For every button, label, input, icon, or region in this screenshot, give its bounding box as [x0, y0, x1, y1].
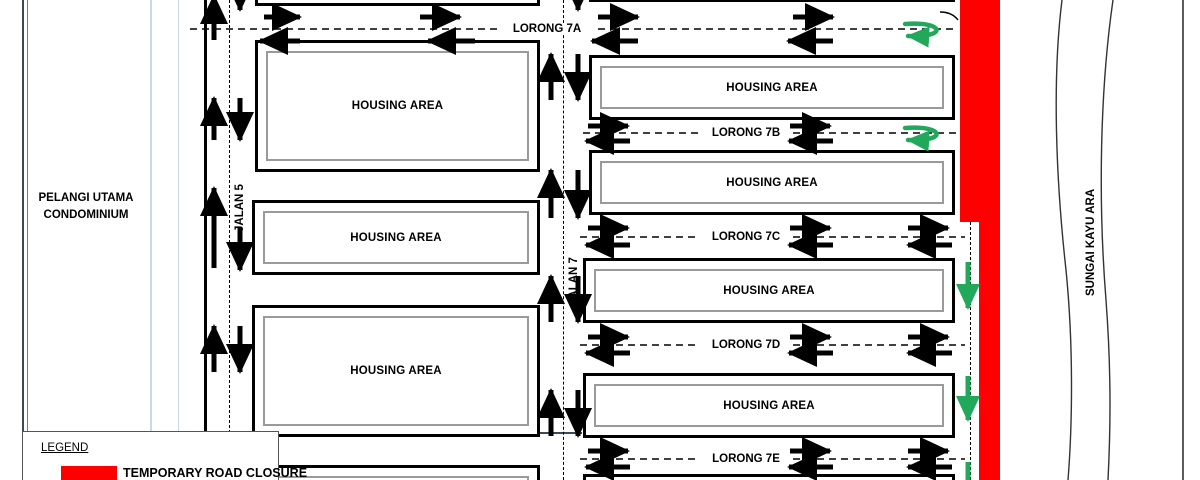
housing-block-right-top-partial — [589, 0, 955, 2]
condominium-label-line2: CONDOMINIUM — [43, 209, 129, 222]
condominium-label-line1: PELANGI UTAMA — [38, 192, 134, 204]
housing-block-right-4-inner: HOUSING AREA — [594, 384, 944, 427]
housing-block-right-4-label: HOUSING AREA — [723, 399, 815, 412]
housing-block-right-1-inner: HOUSING AREA — [600, 66, 944, 109]
boundary-line-outer — [22, 0, 24, 433]
housing-block-left-4 — [252, 465, 540, 480]
jalan-5-west-kerb — [204, 0, 207, 433]
legend-swatch-temporary-road-closure — [61, 466, 117, 480]
parcel-line-b — [178, 0, 179, 433]
condominium-label: PELANGI UTAMA CONDOMINIUM — [22, 190, 150, 225]
lorong-7b-label: LORONG 7B — [707, 127, 785, 139]
housing-block-right-4: HOUSING AREA — [583, 373, 955, 438]
jalan-5-centerline — [229, 0, 230, 433]
lorong-7d-label: LORONG 7D — [707, 339, 785, 351]
jalan-7-centerline — [563, 0, 564, 480]
jalan-5-label: JALAN 5 — [234, 184, 246, 232]
legend-label-temporary-road-closure: TEMPORARY ROAD CLOSURE — [123, 466, 308, 480]
housing-block-left-1-inner: HOUSING AREA — [266, 51, 529, 161]
detour-uturn-arrow — [902, 21, 939, 48]
housing-block-left-2-inner: HOUSING AREA — [263, 211, 529, 264]
housing-block-left-2-label: HOUSING AREA — [350, 231, 442, 244]
housing-block-left-1-label: HOUSING AREA — [351, 100, 444, 112]
lorong-7a-label: LORONG 7A — [508, 23, 586, 35]
detour-uturn-arrow — [902, 125, 939, 152]
housing-block-right-3-inner: HOUSING AREA — [594, 269, 944, 312]
housing-block-left-3-label: HOUSING AREA — [350, 365, 442, 377]
housing-block-right-1-label: HOUSING AREA — [726, 81, 818, 94]
housing-block-right-3: HOUSING AREA — [583, 258, 955, 323]
legend-title: LEGEND — [41, 442, 89, 454]
sungai-kayu-ara-label: SUNGAI KAYU ARA — [1085, 188, 1097, 296]
housing-block-right-1: HOUSING AREA — [589, 55, 955, 120]
housing-block-right-3-label: HOUSING AREA — [723, 284, 815, 297]
east-service-road-centerline — [970, 222, 971, 480]
sungai-kayu-ara-river — [1055, 0, 1184, 480]
legend-box: LEGEND TEMPORARY ROAD CLOSURE — [22, 431, 307, 480]
housing-block-right-2: HOUSING AREA — [589, 150, 955, 215]
temporary-road-closure-band-upper — [960, 0, 1000, 222]
housing-block-right-2-label: HOUSING AREA — [726, 176, 818, 189]
boundary-line-inner — [27, 0, 28, 433]
housing-block-left-3-inner: HOUSING AREA — [263, 316, 529, 426]
housing-block-left-top-partial — [255, 0, 540, 6]
parcel-line-a — [150, 0, 152, 433]
housing-block-left-2: HOUSING AREA — [252, 200, 540, 275]
jalan-7-label: JALAN 7 — [568, 257, 580, 305]
housing-block-right-bottom-partial — [583, 474, 955, 480]
jalan-7-direction-arrows — [537, 0, 592, 439]
lorong-7e-label: LORONG 7E — [708, 453, 784, 465]
housing-block-left-1: HOUSING AREA — [255, 40, 540, 172]
housing-block-right-2-inner: HOUSING AREA — [600, 161, 944, 204]
temporary-road-closure-band-lower — [979, 222, 1000, 480]
housing-block-left-3: HOUSING AREA — [252, 305, 540, 437]
lorong-7c-label: LORONG 7C — [707, 231, 785, 243]
